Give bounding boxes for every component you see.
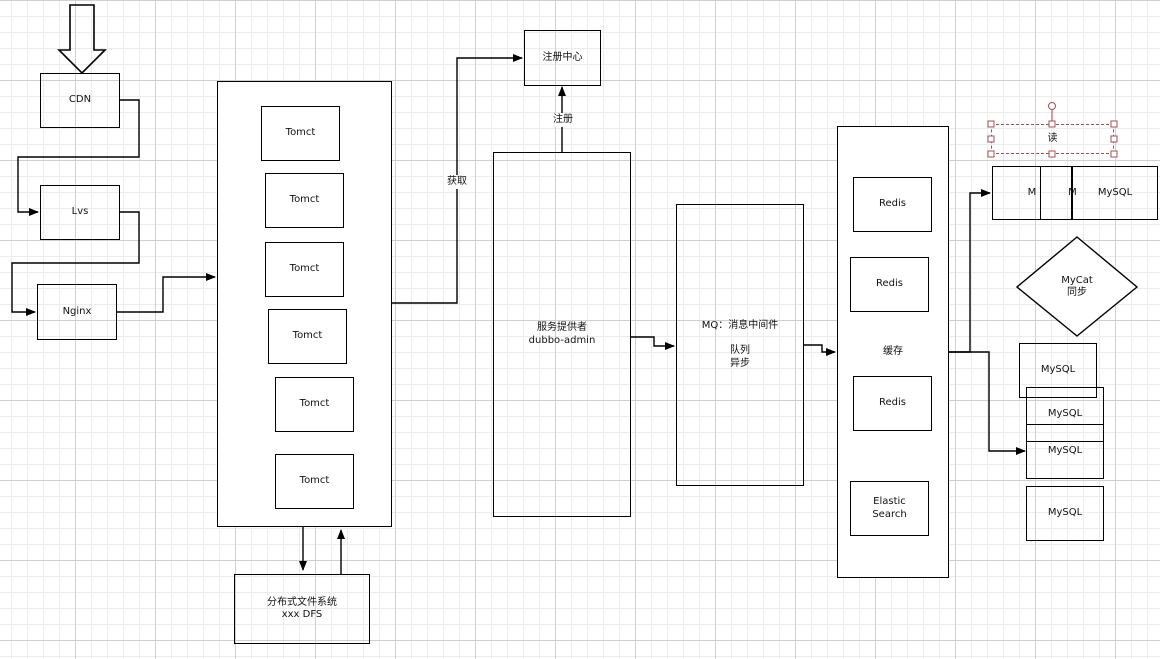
edge-lvs-nginx: [11, 211, 140, 316]
redis-2[interactable]: Redis: [850, 257, 929, 312]
cdn-node[interactable]: CDN: [40, 73, 120, 128]
lvs-node[interactable]: Lvs: [40, 185, 120, 240]
edge-cache-mysql: [949, 351, 1026, 455]
edge-mq-cache: [804, 344, 836, 356]
mysql-row-1[interactable]: M: [992, 166, 1072, 220]
edge-label-fetch: 获取: [444, 175, 470, 189]
tomcat-4[interactable]: Tomct: [268, 309, 347, 364]
cache-label: 缓存: [883, 345, 903, 357]
redis-3[interactable]: Redis: [853, 376, 932, 431]
edge-provider-mq: [631, 336, 675, 350]
dfs-node[interactable]: 分布式文件系统 xxx DFS: [234, 574, 370, 644]
tomcat-6[interactable]: Tomct: [275, 454, 354, 509]
mysql-row-3[interactable]: MySQL: [1072, 166, 1158, 220]
tomcat-5[interactable]: Tomct: [275, 377, 354, 432]
registry-node[interactable]: 注册中心: [524, 30, 601, 86]
cache-cluster[interactable]: [837, 126, 949, 578]
redis-1[interactable]: Redis: [853, 177, 932, 232]
tomcat-1[interactable]: Tomct: [261, 106, 340, 161]
mysql-2[interactable]: MySQL: [1026, 387, 1104, 442]
read-label[interactable]: 读: [991, 124, 1114, 154]
tomcat-3[interactable]: Tomct: [265, 242, 344, 297]
edge-nginx-tomcat: [116, 273, 216, 313]
mycat-label[interactable]: MyCat 同步: [1061, 274, 1093, 299]
provider-node[interactable]: 服务提供者 dubbo-admin: [493, 152, 631, 517]
mysql-3[interactable]: MySQL: [1026, 424, 1104, 479]
mq-node[interactable]: MQ：消息中间件 队列 异步: [676, 204, 804, 486]
tomcat-2[interactable]: Tomct: [265, 173, 344, 228]
mysql-1[interactable]: MySQL: [1019, 343, 1097, 398]
tomcat-cluster[interactable]: [217, 81, 392, 527]
elastic-search-node[interactable]: Elastic Search: [850, 481, 929, 536]
nginx-node[interactable]: Nginx: [37, 284, 117, 340]
mycat-shape: [1015, 236, 1139, 337]
mysql-4[interactable]: MySQL: [1026, 486, 1104, 541]
edge-label-register: 注册: [551, 113, 575, 127]
entry-arrow: [57, 4, 107, 75]
edge-cdn-lvs: [17, 99, 140, 216]
edge-cache-mysqlrow: [949, 189, 991, 353]
